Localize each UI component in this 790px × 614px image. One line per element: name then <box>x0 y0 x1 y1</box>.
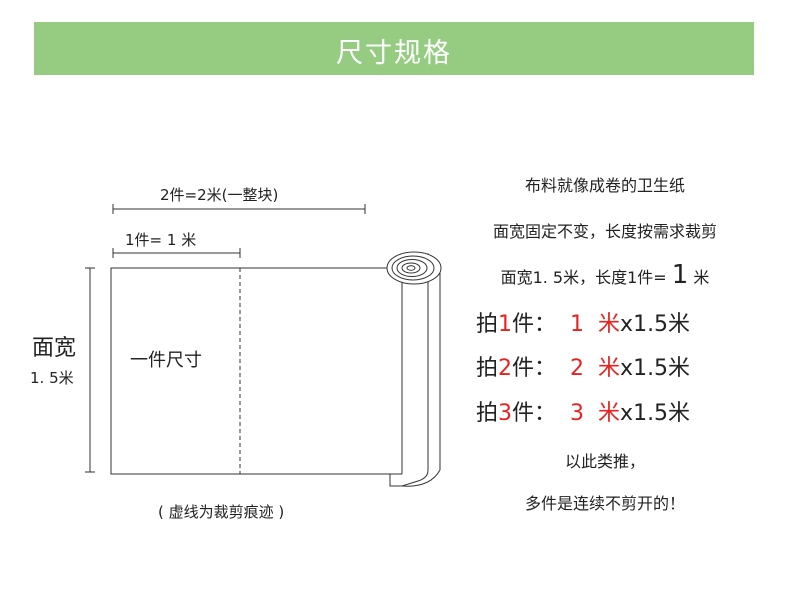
info-line-3-prefix: 面宽1. 5米，长度1件= <box>500 268 667 287</box>
row-prefix: 拍 <box>476 312 499 337</box>
row-prefix: 拍 <box>476 401 499 426</box>
row-qty: 2 <box>570 356 585 381</box>
roll-end-icon <box>386 251 442 285</box>
one-piece-length-label: 1件= 1 米 <box>125 231 197 249</box>
row-tail: x1.5米 <box>620 312 691 337</box>
width-label: 面宽 <box>32 336 77 361</box>
info-line-3-suffix: 米 <box>693 268 710 287</box>
one-piece-dimension <box>112 248 241 258</box>
row-qty: 1 <box>570 312 585 337</box>
row-qty: 3 <box>570 401 585 426</box>
roll-body <box>389 253 429 487</box>
row-mid: 件： <box>512 401 557 426</box>
info-line-3-number: 1 <box>671 260 689 290</box>
info-line-2: 面宽固定不变，长度按需求裁剪 <box>492 222 717 241</box>
height-dimension <box>85 267 95 473</box>
total-length-dimension <box>112 204 366 214</box>
row-piece-count: 3 <box>498 401 513 426</box>
row-piece-count: 2 <box>498 356 513 381</box>
total-length-label: 2件=2米(一整块) <box>160 186 279 204</box>
title-banner: 尺寸规格 <box>34 22 754 75</box>
row-unit: 米 <box>598 312 621 337</box>
info-line-1: 布料就像成卷的卫生纸 <box>524 176 685 195</box>
row-piece-count: 1 <box>498 312 513 337</box>
info-line-8: 多件是连续不剪开的！ <box>524 494 685 513</box>
row-mid: 件： <box>512 356 557 381</box>
row-unit: 米 <box>598 401 621 426</box>
row-tail: x1.5米 <box>620 356 691 381</box>
info-line-7: 以此类推， <box>564 452 645 471</box>
row-tail: x1.5米 <box>620 401 691 426</box>
row-prefix: 拍 <box>476 356 499 381</box>
dashed-line-note: ( 虚线为裁剪痕迹 ) <box>158 503 285 521</box>
width-value: 1. 5米 <box>30 369 74 387</box>
row-unit: 米 <box>598 356 621 381</box>
row-mid: 件： <box>512 312 557 337</box>
piece-size-label: 一件尺寸 <box>130 350 202 371</box>
page-title: 尺寸规格 <box>336 38 452 69</box>
info-line-3: 面宽1. 5米，长度1件= 1 米 <box>440 260 770 290</box>
